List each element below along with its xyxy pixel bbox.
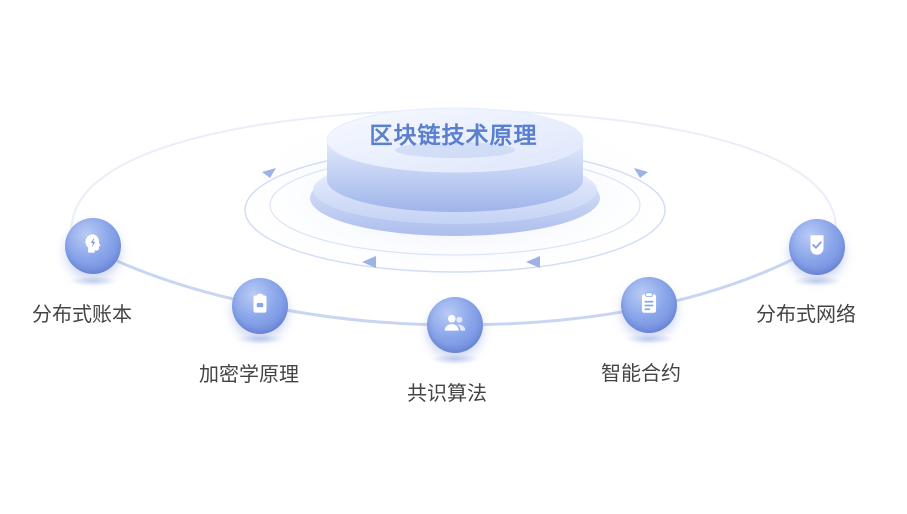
shield-check-icon — [804, 232, 830, 262]
node-shadow — [792, 276, 842, 286]
ring-arrow-bottom-left — [362, 256, 376, 268]
node-shadow — [624, 334, 674, 344]
node-consensus — [427, 297, 483, 353]
badge-icon — [247, 291, 273, 321]
diagram-title: 区块链技术原理 — [369, 123, 538, 149]
ring-arrow-right — [634, 168, 648, 178]
node-cryptography — [232, 278, 288, 334]
users-icon — [442, 310, 468, 340]
node-distributed-network — [789, 219, 845, 275]
node-shadow — [430, 354, 480, 364]
ring-arrow-bottom-right — [526, 256, 540, 268]
node-label-distributed-network: 分布式网络 — [756, 302, 856, 326]
node-label-smart-contract: 智能合约 — [601, 361, 681, 385]
node-shadow — [235, 334, 285, 344]
brain-icon — [80, 231, 106, 261]
cylinder-top — [326, 107, 584, 173]
clipboard-icon — [636, 290, 662, 320]
node-shadow — [68, 276, 118, 286]
cylinder-top-shade — [395, 142, 515, 158]
node-label-distributed-ledger: 分布式账本 — [32, 302, 132, 326]
node-label-consensus: 共识算法 — [407, 381, 487, 405]
node-label-cryptography: 加密学原理 — [199, 362, 299, 386]
ring-arrow-left — [262, 168, 276, 178]
node-smart-contract — [621, 277, 677, 333]
node-distributed-ledger — [65, 218, 121, 274]
